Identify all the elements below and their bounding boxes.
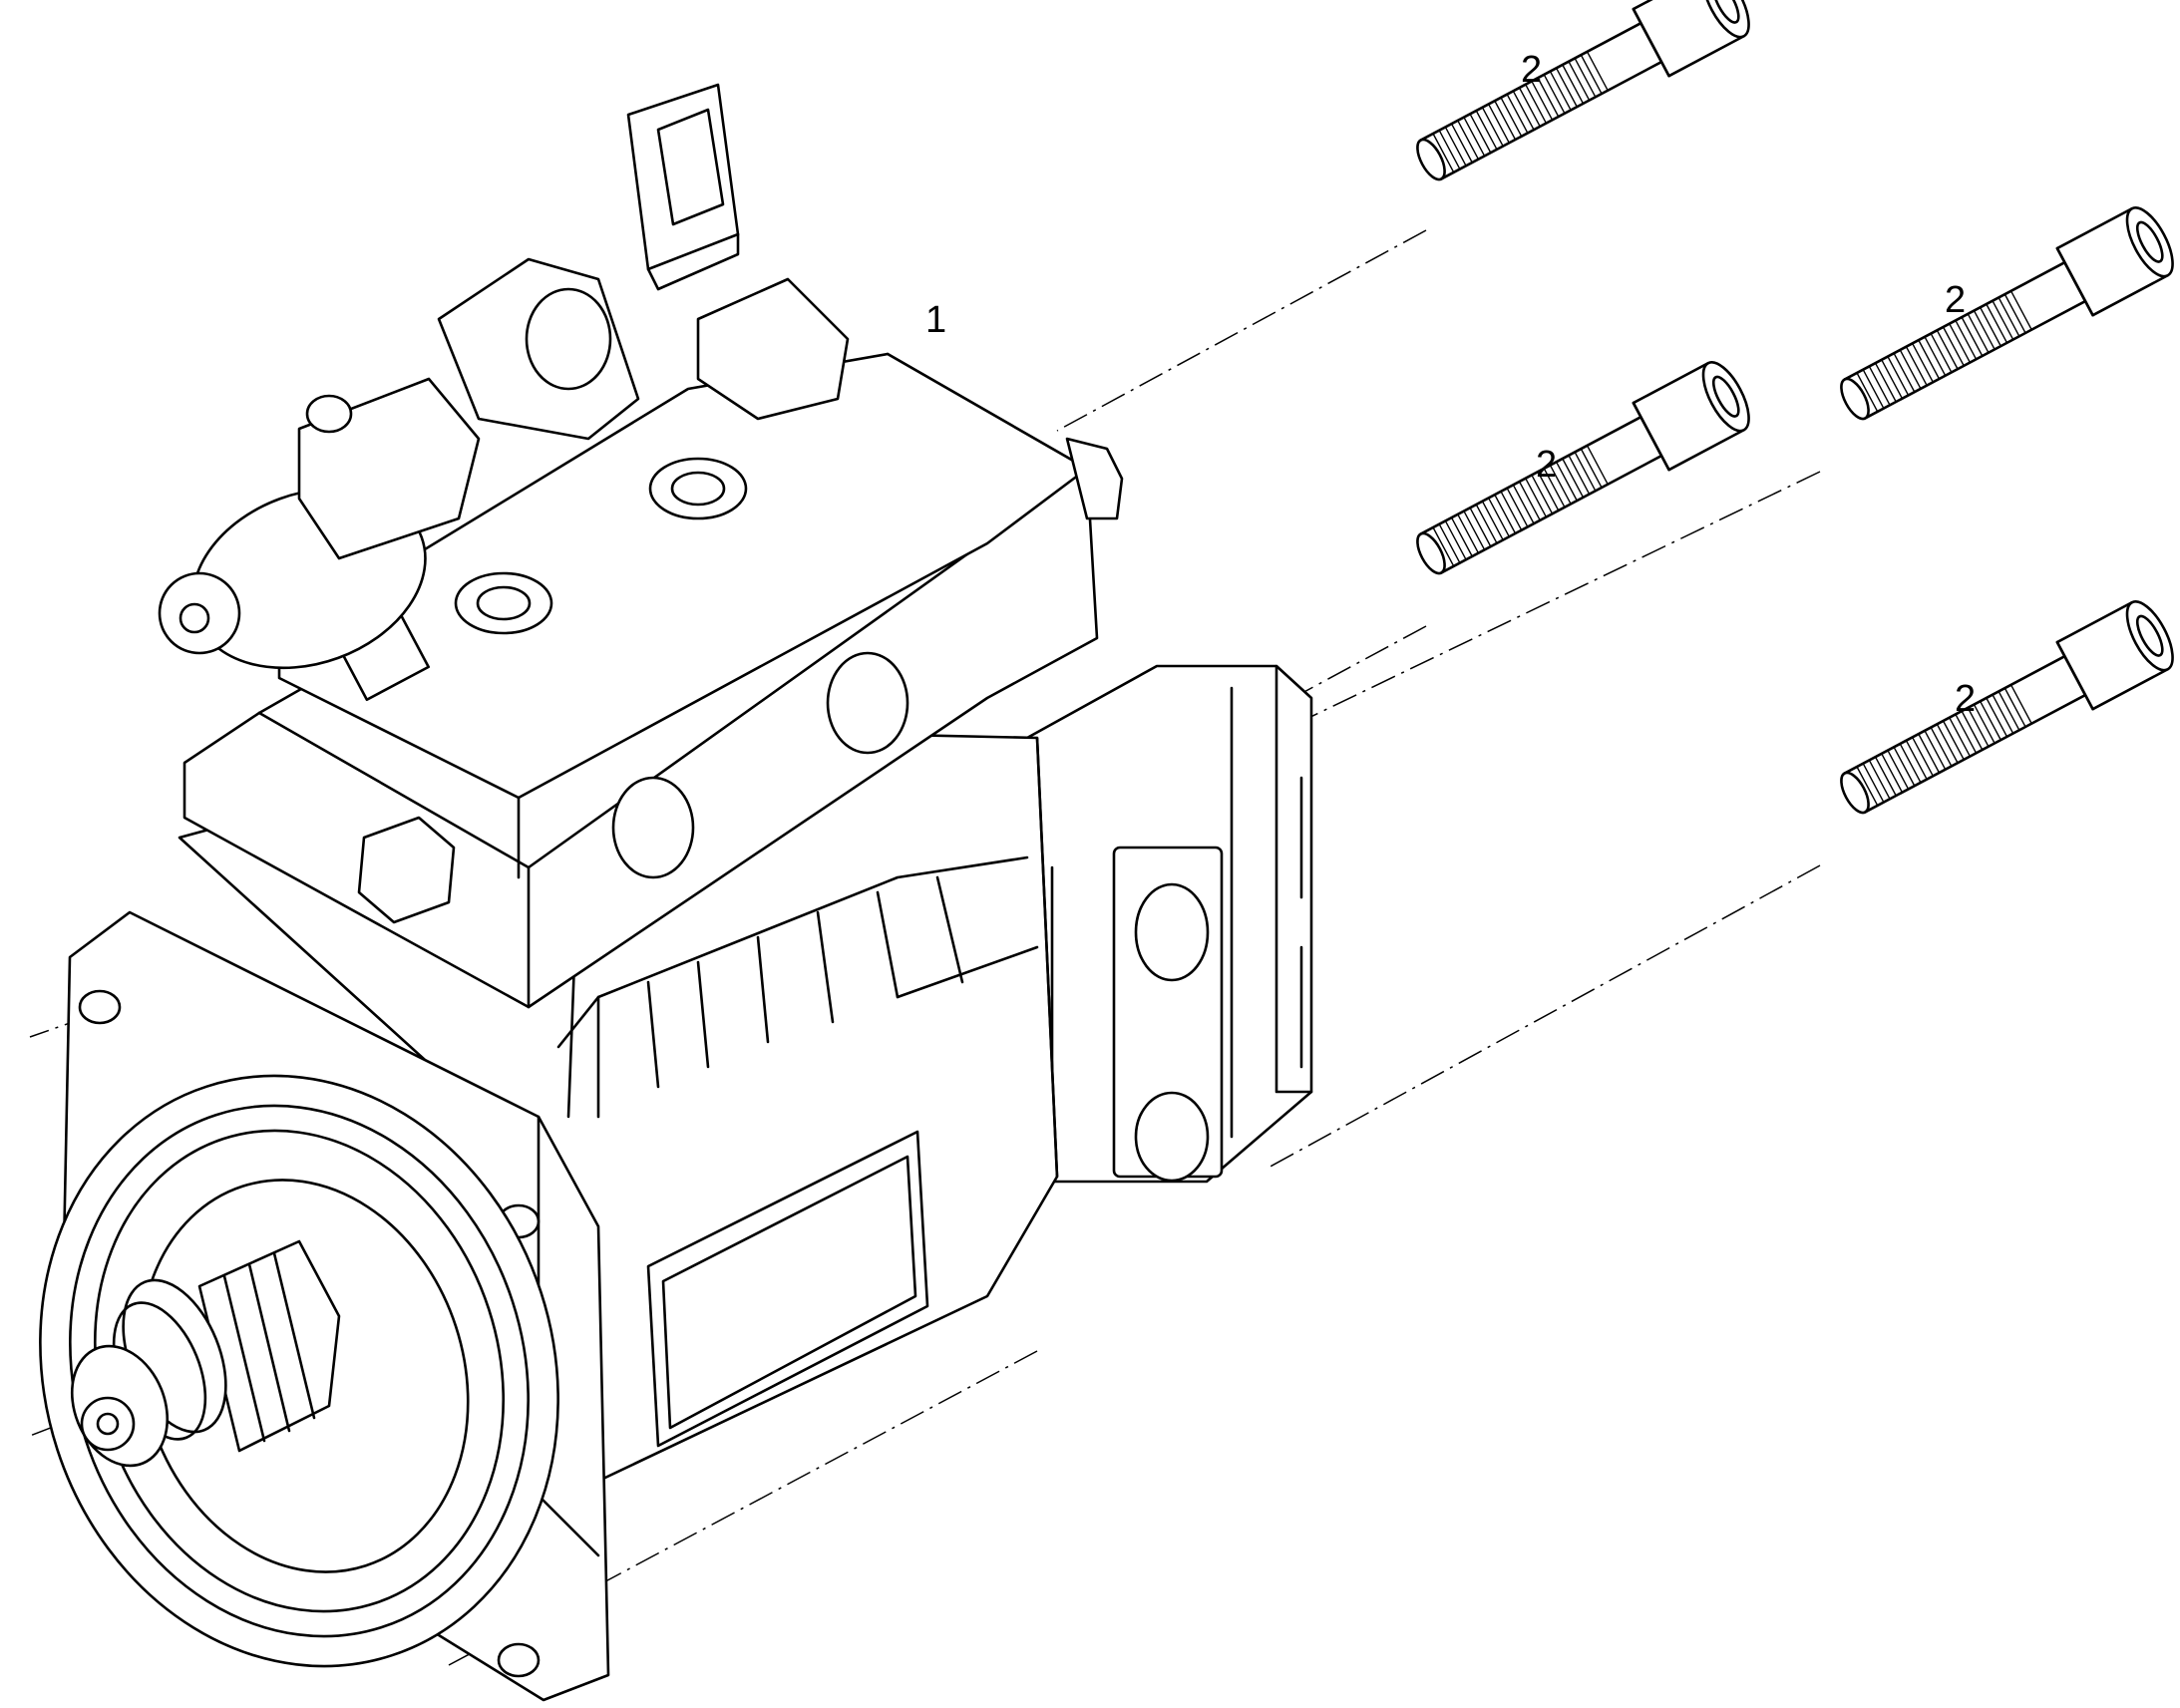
callout-label-2d: 2 xyxy=(1955,678,1976,720)
socket-head-cap-screws xyxy=(1416,0,2174,815)
electrical-connector xyxy=(437,83,850,441)
shaft-end-bore xyxy=(80,1396,136,1452)
nameplate xyxy=(646,1130,929,1448)
plug-port-lower xyxy=(611,776,695,879)
axis-line-bolt-1 xyxy=(1056,229,1427,432)
torx-screw-1 xyxy=(648,457,748,520)
flange-bolt-hole-top-left xyxy=(78,989,122,1025)
hydraulic-pump-assembly xyxy=(39,83,1313,1702)
hex-bolt xyxy=(357,816,456,924)
callout-label-1: 1 xyxy=(925,299,946,341)
solenoid-valve xyxy=(158,377,481,670)
axis-line-flange-bottom xyxy=(448,1350,1038,1666)
flange-bolt-hole-bottom xyxy=(497,1642,541,1678)
callout-label-2b: 2 xyxy=(1945,279,1966,321)
cap-screw-3 xyxy=(1416,361,1750,575)
vertical-connector-housing xyxy=(626,83,740,271)
callout-label-2a: 2 xyxy=(1521,49,1542,91)
cap-screw-4 xyxy=(1840,600,2174,815)
torx-screw-2 xyxy=(454,571,553,635)
cap-screw-1 xyxy=(1416,0,1750,181)
callout-label-2c: 2 xyxy=(1536,444,1557,486)
control-valve-block xyxy=(182,352,1124,1009)
manifold-port xyxy=(525,287,612,391)
port-hole-lower xyxy=(1134,1091,1210,1183)
axis-line-bolt-4 xyxy=(1266,864,1821,1170)
cap-screw-2 xyxy=(1840,206,2174,421)
drive-shaft xyxy=(70,1239,341,1468)
plug-port-upper xyxy=(826,651,909,755)
port-hole-upper xyxy=(1134,882,1210,982)
rear-housing xyxy=(1025,664,1313,1184)
